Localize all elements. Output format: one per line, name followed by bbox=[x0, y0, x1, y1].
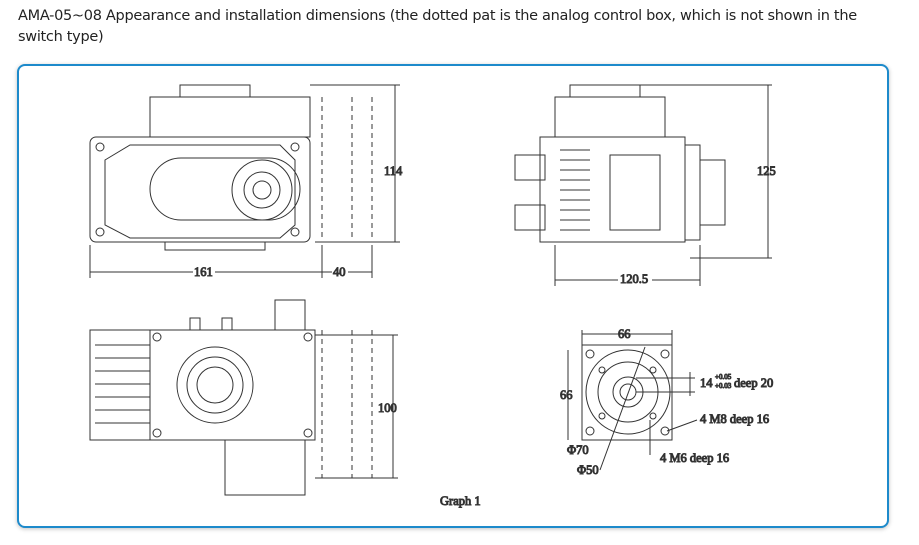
top-view bbox=[89, 299, 398, 496]
graph-label: Graph 1 bbox=[440, 494, 481, 508]
figure-caption: AMA-05~08 Appearance and installation di… bbox=[18, 8, 857, 45]
dim-100: 100 bbox=[378, 401, 397, 415]
dim-d70: Φ70 bbox=[567, 443, 589, 457]
dim-d50: Φ50 bbox=[577, 463, 599, 477]
m6-holes: 4 M6 deep 16 bbox=[660, 451, 729, 465]
front-view bbox=[89, 84, 400, 278]
figure-frame bbox=[17, 64, 889, 528]
dim-66-height: 66 bbox=[560, 388, 573, 402]
dim-120-5: 120.5 bbox=[620, 272, 648, 286]
dim-125: 125 bbox=[757, 164, 776, 178]
dim-66-width: 66 bbox=[618, 327, 631, 341]
dim-40: 40 bbox=[333, 265, 346, 279]
shaft-depth: deep 20 bbox=[734, 376, 773, 390]
shaft-tol-lower: +0.03 bbox=[715, 382, 732, 390]
dim-shaft: 14 bbox=[700, 376, 713, 390]
dim-161: 161 bbox=[194, 265, 213, 279]
m8-holes: 4 M8 deep 16 bbox=[700, 412, 769, 426]
dim-114: 114 bbox=[384, 164, 403, 178]
flange-view bbox=[567, 330, 698, 471]
shaft-tol-upper: +0.05 bbox=[715, 373, 732, 381]
side-view bbox=[514, 84, 772, 286]
